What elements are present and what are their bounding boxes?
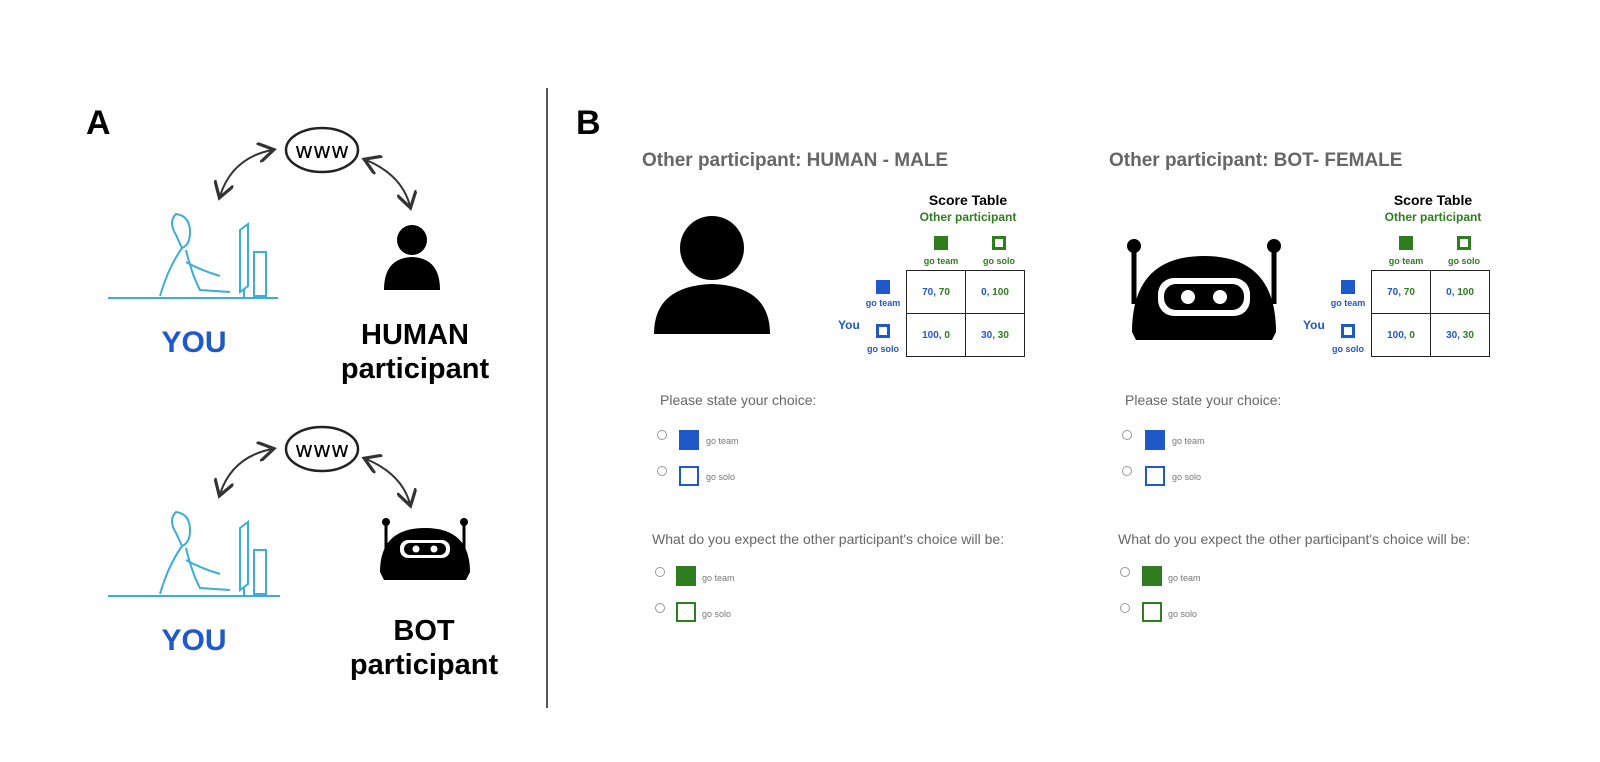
left-expect-team-square xyxy=(676,566,696,586)
right-payoff-row-team: 70, 70 0, 100 xyxy=(1371,270,1490,314)
www-label-bottom: www xyxy=(295,438,349,463)
left-heading: Other participant: HUMAN - MALE xyxy=(642,150,949,171)
right-score-table-title: Score Table xyxy=(1393,192,1473,208)
left-payoff-table: 70, 70 0, 100 100, 0 30, 30 xyxy=(906,270,1025,357)
www-label-top: www xyxy=(295,139,349,164)
right-payoff-row-solo: 100, 0 30, 30 xyxy=(1371,313,1490,357)
left-choice-solo-square xyxy=(679,466,699,486)
left-col-label-solo: go solo xyxy=(983,256,1015,266)
you-label-top: YOU xyxy=(161,326,227,359)
bot-label-line1: BOT xyxy=(393,615,455,647)
right-col-label-team: go team xyxy=(1388,256,1424,266)
right-payoff-table: 70, 70 0, 100 100, 0 30, 30 xyxy=(1371,270,1490,357)
right-choice-label-solo: go solo xyxy=(1172,472,1202,482)
right-cell-solo-solo: 30, 30 xyxy=(1430,313,1490,357)
right-choice-prompt: Please state your choice: xyxy=(1125,392,1282,408)
panel-b-letter: B xyxy=(576,104,601,142)
right-expect-radio-team[interactable] xyxy=(1120,567,1130,577)
you-at-computer-sketch-bottom xyxy=(108,510,280,597)
right-choice-label-team: go team xyxy=(1172,436,1205,446)
left-choice-prompt: Please state your choice: xyxy=(660,392,817,408)
panel-a-illustration: www www xyxy=(108,126,470,597)
right-choice-radio-team[interactable] xyxy=(1122,430,1132,440)
left-score-table-title: Score Table xyxy=(928,192,1008,208)
left-row-solo-square xyxy=(876,324,890,338)
right-choice-radio-solo[interactable] xyxy=(1122,466,1132,476)
left-col-solo-square xyxy=(992,236,1006,250)
left-cell-solo-solo: 30, 30 xyxy=(965,313,1025,357)
human-label-line1: HUMAN xyxy=(361,319,469,351)
left-choice-radio-team[interactable] xyxy=(657,430,667,440)
left-col-label-team: go team xyxy=(923,256,959,266)
left-row-label-team: go team xyxy=(865,298,901,308)
right-row-team-square xyxy=(1341,280,1355,294)
right-expect-radio-solo[interactable] xyxy=(1120,603,1130,613)
right-expect-label-solo: go solo xyxy=(1168,609,1198,619)
right-other-participant-label: Other participant xyxy=(1384,210,1482,224)
you-label-bottom: YOU xyxy=(161,624,227,657)
left-expect-prompt: What do you expect the other participant… xyxy=(652,531,1005,547)
left-cell-team-team: 70, 70 xyxy=(906,270,966,314)
human-label-line2: participant xyxy=(340,353,490,385)
right-col-solo-square xyxy=(1457,236,1471,250)
right-choice-team-square xyxy=(1145,430,1165,450)
arrow-www-to-bot xyxy=(366,459,410,504)
arrow-you-to-www-top xyxy=(220,150,272,196)
left-col-team-square xyxy=(934,236,948,250)
left-choice-label-team: go team xyxy=(706,436,739,446)
left-expect-label-solo: go solo xyxy=(702,609,732,619)
left-cell-team-solo: 0, 100 xyxy=(965,270,1025,314)
you-at-computer-sketch-top xyxy=(108,212,278,299)
human-participant-label: HUMAN participant xyxy=(315,318,515,386)
arrow-www-to-human xyxy=(366,160,410,206)
human-avatar-icon xyxy=(654,216,770,334)
right-choice-solo-square xyxy=(1145,466,1165,486)
left-other-participant-label: Other participant xyxy=(919,210,1017,224)
left-expect-label-team: go team xyxy=(702,573,735,583)
right-cell-team-team: 70, 70 xyxy=(1371,270,1431,314)
left-you-label: You xyxy=(838,318,860,332)
right-col-team-square xyxy=(1399,236,1413,250)
left-row-label-solo: go solo xyxy=(867,344,899,354)
bot-icon-small xyxy=(380,518,470,580)
left-expect-radio-solo[interactable] xyxy=(655,603,665,613)
www-cloud-bottom: www xyxy=(284,425,360,473)
right-expect-label-team: go team xyxy=(1168,573,1201,583)
right-cell-solo-team: 100, 0 xyxy=(1371,313,1431,357)
left-expect-radio-team[interactable] xyxy=(655,567,665,577)
right-expect-solo-square xyxy=(1142,602,1162,622)
bot-avatar-icon xyxy=(1127,239,1281,340)
left-payoff-row-solo: 100, 0 30, 30 xyxy=(906,313,1025,357)
left-payoff-row-team: 70, 70 0, 100 xyxy=(906,270,1025,314)
right-heading: Other participant: BOT- FEMALE xyxy=(1109,150,1403,171)
left-row-team-square xyxy=(876,280,890,294)
arrow-you-to-www-bottom xyxy=(220,449,272,494)
left-choice-label-solo: go solo xyxy=(706,472,736,482)
right-row-solo-square xyxy=(1341,324,1355,338)
www-cloud-top: www xyxy=(284,126,360,174)
bot-participant-label: BOT participant xyxy=(324,614,524,682)
right-row-label-solo: go solo xyxy=(1332,344,1364,354)
left-choice-team-square xyxy=(679,430,699,450)
bot-label-line2: participant xyxy=(349,649,499,681)
left-cell-solo-team: 100, 0 xyxy=(906,313,966,357)
right-cell-team-solo: 0, 100 xyxy=(1430,270,1490,314)
right-you-label: You xyxy=(1303,318,1325,332)
left-choice-radio-solo[interactable] xyxy=(657,466,667,476)
panel-a-letter: A xyxy=(86,104,111,142)
right-col-label-solo: go solo xyxy=(1448,256,1480,266)
panel-divider xyxy=(546,88,548,708)
right-row-label-team: go team xyxy=(1330,298,1366,308)
right-expect-team-square xyxy=(1142,566,1162,586)
right-expect-prompt: What do you expect the other participant… xyxy=(1118,531,1471,547)
human-icon-small xyxy=(384,225,440,290)
left-expect-solo-square xyxy=(676,602,696,622)
